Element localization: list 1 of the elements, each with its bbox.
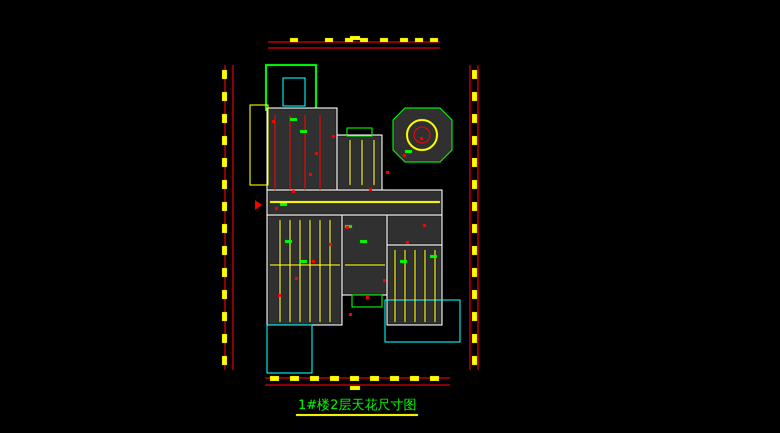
drawing-title: 1#楼2层天花尺寸图 xyxy=(296,398,418,416)
